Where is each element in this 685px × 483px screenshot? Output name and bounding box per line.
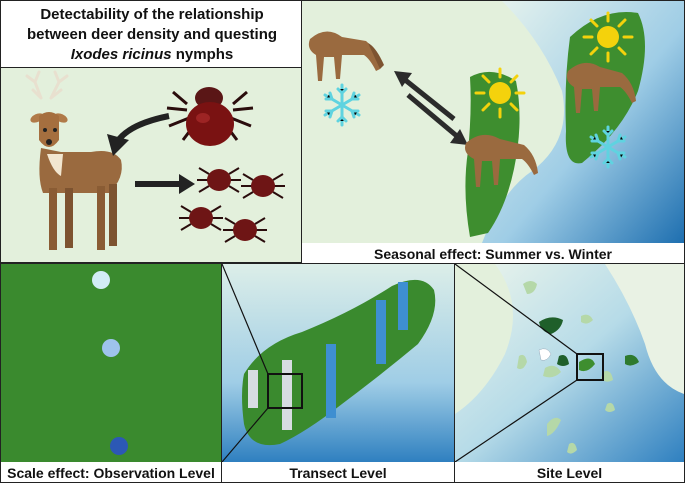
deer-icon <box>566 62 636 113</box>
title-line-2: between deer density and questing <box>26 26 278 43</box>
zoom-box <box>576 353 604 381</box>
zoom-line <box>222 407 269 462</box>
site-patch <box>517 354 527 370</box>
arrow-icon-bidirectional <box>394 71 468 145</box>
tick-icon <box>241 173 285 199</box>
figure-title: Detectability of the relationship betwee… <box>1 5 301 65</box>
title-panel: Detectability of the relationship betwee… <box>0 0 302 68</box>
observation-panel: Scale effect: Observation Level <box>0 263 222 483</box>
zoom-line <box>455 264 578 355</box>
deer-tick-illustration <box>25 70 285 250</box>
zoom-line <box>222 264 269 375</box>
site-patch <box>567 442 577 454</box>
tick-icon <box>179 205 223 231</box>
site-patch <box>581 314 593 324</box>
site-patch <box>579 358 595 372</box>
site-patch <box>557 355 569 366</box>
seasonal-panel: Seasonal effect: Summer vs. Winter <box>301 0 685 264</box>
tick-icon <box>197 167 241 193</box>
transect-bar <box>282 360 292 430</box>
island-right <box>565 12 645 164</box>
site-patch <box>625 354 639 366</box>
transect-bar <box>398 282 408 330</box>
transect-bar <box>376 300 386 364</box>
sun-icon <box>582 11 634 63</box>
zoom-line <box>455 379 578 462</box>
observation-label: Scale effect: Observation Level <box>7 465 215 481</box>
observation-point <box>92 271 110 289</box>
observation-point <box>110 437 128 455</box>
site-patch <box>543 365 561 378</box>
observation-point <box>102 339 120 357</box>
title-line-3: Ixodes ricinus nymphs <box>1 45 301 65</box>
title-line-1: Detectability of the relationship <box>40 6 264 23</box>
title-line-3-rest: nymphs <box>171 46 234 63</box>
map-icon <box>455 264 684 462</box>
deer-icon <box>308 31 384 81</box>
tick-icon <box>223 217 267 243</box>
deer-icon <box>465 134 538 187</box>
site-patch <box>605 402 615 412</box>
deer-icon <box>25 70 122 250</box>
seasonal-illustration <box>302 1 684 243</box>
arrow-icon-straight <box>135 174 195 194</box>
site-illustration <box>455 264 684 462</box>
transect-panel: Transect Level <box>221 263 455 483</box>
zoom-box <box>267 373 303 409</box>
sun-icon <box>474 67 526 119</box>
snowflake-icon <box>323 83 361 127</box>
snowflake-icon <box>589 125 627 169</box>
tick-icon-large <box>166 87 254 146</box>
site-panel: Site Level <box>454 263 685 483</box>
deer-tick-panel <box>0 67 302 263</box>
arrow-icon-curved <box>107 113 170 156</box>
seasonal-label: Seasonal effect: Summer vs. Winter <box>374 246 612 262</box>
transect-bar <box>326 344 336 418</box>
transect-illustration <box>222 264 454 462</box>
transect-bar <box>248 370 258 408</box>
transect-label: Transect Level <box>289 465 387 481</box>
site-patch <box>523 281 537 294</box>
site-label: Site Level <box>536 465 603 481</box>
species-name: Ixodes ricinus <box>70 46 172 63</box>
observation-illustration <box>1 264 221 462</box>
site-patch <box>538 348 552 361</box>
site-patch <box>547 417 561 436</box>
